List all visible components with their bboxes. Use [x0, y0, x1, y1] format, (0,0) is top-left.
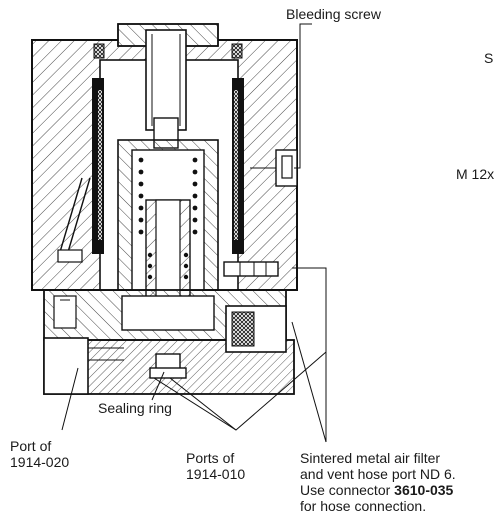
cut-off-label-m12: M 12x: [456, 166, 495, 182]
port-label-line1: Port of: [10, 438, 52, 454]
vent-channel: [57, 177, 91, 263]
port-label-line2: 1914-020: [10, 454, 70, 470]
cut-off-label-s: S: [484, 50, 494, 66]
filter-label-line1: Sintered metal air filter: [300, 450, 441, 466]
bleeding-screw: [250, 149, 298, 187]
connector-part-number: 3610-035: [394, 482, 454, 498]
sintered-filter-label: Sintered metal air filter and vent hose …: [300, 450, 456, 514]
filter-label-line4: for hose connection.: [300, 498, 427, 514]
leader-lines: [61, 23, 327, 443]
filter-label-line2: and vent hose port ND 6.: [300, 466, 456, 482]
seals: [92, 43, 244, 306]
ports-label-line2: 1914-010: [186, 466, 246, 482]
piston-rod: [145, 29, 187, 149]
port-of-1914-020-label: Port of 1914-020: [10, 438, 69, 470]
ports-of-1914-010-label: Ports of 1914-010: [186, 450, 245, 482]
filter-label-line3-text: Use connector: [300, 482, 395, 498]
ports-label-line1: Ports of: [186, 450, 235, 466]
filter-label-line3: Use connector 3610-035: [300, 482, 456, 498]
lower-body: [43, 261, 295, 395]
bleeding-screw-label: Bleeding screw: [286, 6, 381, 22]
inner-piston: [117, 139, 219, 311]
sealing-ring-label: Sealing ring: [98, 400, 172, 416]
